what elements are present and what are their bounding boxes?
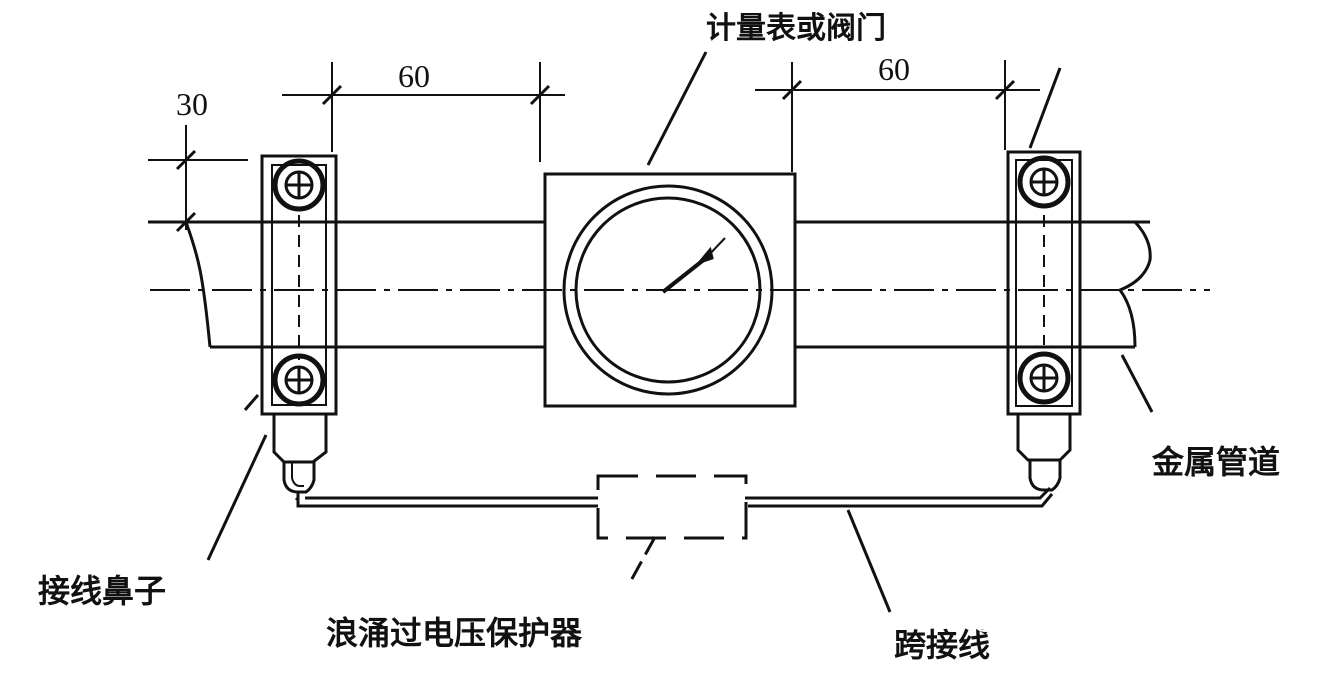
jumper-wire xyxy=(294,486,1054,508)
metal-pipe xyxy=(148,220,1152,349)
surge-protector xyxy=(596,474,748,540)
dimension-right-60 xyxy=(755,60,1040,172)
left-terminal-lug xyxy=(272,414,328,494)
surge-protector-label: 浪涌过电压保护器 xyxy=(326,614,583,652)
dimension-left-30 xyxy=(148,125,248,233)
gauge-needle xyxy=(661,237,726,294)
watermark-line2: 搜狐号@电气设计狄老师 xyxy=(1012,642,1320,675)
terminal-label: 接线鼻子 xyxy=(38,572,166,610)
watermark-line1: 微信号: GCR-ZiLiao xyxy=(1004,602,1261,635)
left-bottom-bolt-icon xyxy=(272,353,326,407)
dimension-left-60-label: 60 xyxy=(398,58,430,94)
right-terminal-lug xyxy=(1016,414,1072,492)
dimension-left-30-label: 30 xyxy=(176,86,208,122)
right-bottom-bolt-icon xyxy=(1017,351,1071,405)
right-clamp xyxy=(1006,150,1082,416)
leader-lines xyxy=(206,51,1154,613)
left-top-bolt-icon xyxy=(272,158,326,212)
dimension-right-60-label: 60 xyxy=(878,51,910,87)
jumper-label: 跨接线 xyxy=(894,626,990,664)
metal-pipe-label: 金属管道 xyxy=(1151,443,1280,481)
dimension-left-60 xyxy=(282,62,565,162)
meter-valve-label: 计量表或阀门 xyxy=(706,11,886,46)
wechat-icon xyxy=(952,600,997,632)
meter-body xyxy=(543,172,797,408)
right-top-bolt-icon xyxy=(1017,155,1071,209)
